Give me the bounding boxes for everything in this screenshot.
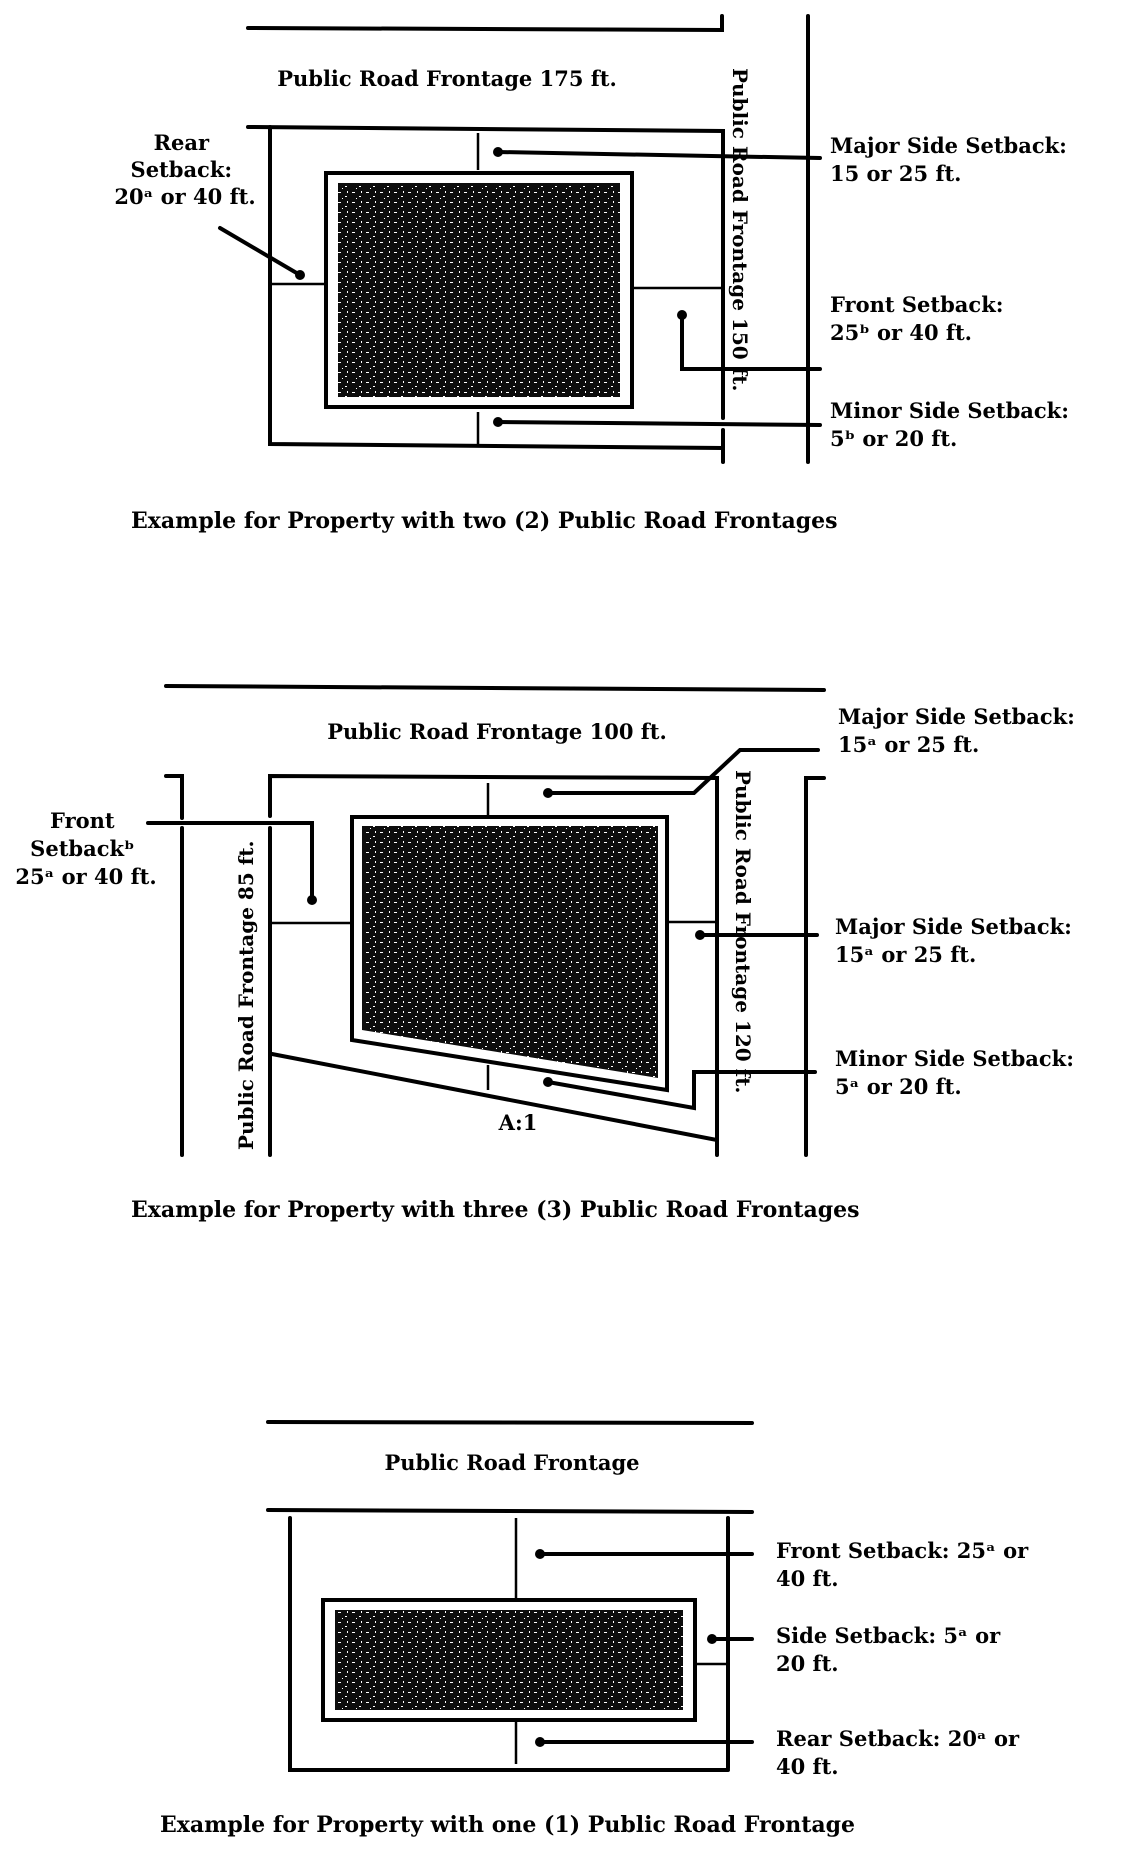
building-footprint bbox=[335, 1610, 683, 1710]
major-side-leader-dot bbox=[493, 147, 503, 157]
top-road-line bbox=[164, 684, 826, 692]
major-side-top-leader-dot bbox=[543, 788, 553, 798]
lot-boundary-left-bottom bbox=[268, 125, 725, 450]
major-side-mid-label: Major Side Setback: 15ᵃ or 25 ft. bbox=[835, 914, 1079, 967]
rear-leader bbox=[218, 226, 302, 277]
major-side-top-leader bbox=[546, 748, 820, 795]
side-leader-dot bbox=[707, 1634, 717, 1644]
top-road-line bbox=[246, 14, 724, 33]
lot-boundary-left-bottom bbox=[288, 1516, 730, 1772]
right-road-edge bbox=[804, 776, 826, 1157]
right-road-label: Public Road Frontage 120 ft. bbox=[731, 770, 755, 1093]
front-leader-dot bbox=[307, 895, 317, 905]
front-leader-dot bbox=[677, 310, 687, 320]
left-road-edge-top bbox=[164, 774, 184, 820]
rear-setback-label: Rear Setback: 20ᵃ or 40 ft. bbox=[776, 1726, 1026, 1779]
left-road-label: Public Road Frontage 85 ft. bbox=[234, 840, 258, 1150]
major-side-leader bbox=[496, 150, 822, 160]
top-road-line bbox=[266, 1420, 754, 1425]
front-setback-label: Front Setback: 25ᵃ or 40 ft. bbox=[776, 1538, 1036, 1591]
minor-side-leader-dot bbox=[493, 417, 503, 427]
caption-three-frontages: Example for Property with three (3) Publ… bbox=[131, 1197, 860, 1223]
front-leader bbox=[680, 313, 822, 371]
lot-boundary-bottom bbox=[270, 1052, 719, 1157]
minor-side-leader bbox=[496, 420, 822, 427]
top-road-label: Public Road Frontage 100 ft. bbox=[327, 719, 667, 744]
lot-boundary-top bbox=[246, 125, 725, 420]
top-road-label: Public Road Frontage bbox=[384, 1450, 639, 1475]
building-footprint bbox=[362, 826, 658, 1078]
major-side-top-label: Major Side Setback: 15ᵃ or 25 ft. bbox=[838, 704, 1082, 757]
major-side-mid-leader-dot bbox=[695, 930, 705, 940]
lot-boundary-top-right bbox=[268, 773, 719, 1142]
minor-side-setback-label: Minor Side Setback: 5ᵇ or 20 ft. bbox=[830, 398, 1076, 451]
caption-one-frontage: Example for Property with one (1) Public… bbox=[160, 1812, 855, 1838]
minor-side-leader bbox=[546, 1070, 817, 1111]
minor-side-setback-label: Minor Side Setback: 5ᵃ or 20 ft. bbox=[835, 1046, 1081, 1099]
side-setback-label: Side Setback: 5ᵃ or 20 ft. bbox=[776, 1623, 1008, 1676]
corner-label: A:1 bbox=[498, 1110, 538, 1135]
diagram-two-frontages: Public Road Frontage 175 ft. Public Road… bbox=[114, 14, 1076, 534]
front-setback-label: Front Setbackᵇ 25ᵃ or 40 ft. bbox=[15, 808, 156, 889]
front-leader-dot bbox=[535, 1549, 545, 1559]
diagram-one-frontage: Public Road Frontage Front Setback: 25ᵃ … bbox=[160, 1420, 1036, 1838]
major-side-setback-label: Major Side Setback: 15 or 25 ft. bbox=[830, 133, 1074, 186]
caption-two-frontages: Example for Property with two (2) Public… bbox=[131, 508, 838, 534]
lot-boundary-top bbox=[266, 1508, 754, 1514]
rear-leader-dot bbox=[535, 1737, 545, 1747]
rear-leader-dot bbox=[295, 270, 305, 280]
side-road-label: Public Road Frontage 150 ft. bbox=[728, 68, 752, 391]
front-leader bbox=[146, 821, 314, 902]
minor-side-leader-dot bbox=[543, 1077, 553, 1087]
top-road-label: Public Road Frontage 175 ft. bbox=[277, 66, 617, 91]
front-setback-label: Front Setback: 25ᵇ or 40 ft. bbox=[830, 292, 1011, 345]
diagram-three-frontages: Public Road Frontage 100 ft. Public Road… bbox=[15, 684, 1082, 1223]
building-footprint bbox=[338, 183, 620, 397]
rear-setback-label: Rear Setback: 20ᵃ or 40 ft. bbox=[114, 130, 255, 209]
